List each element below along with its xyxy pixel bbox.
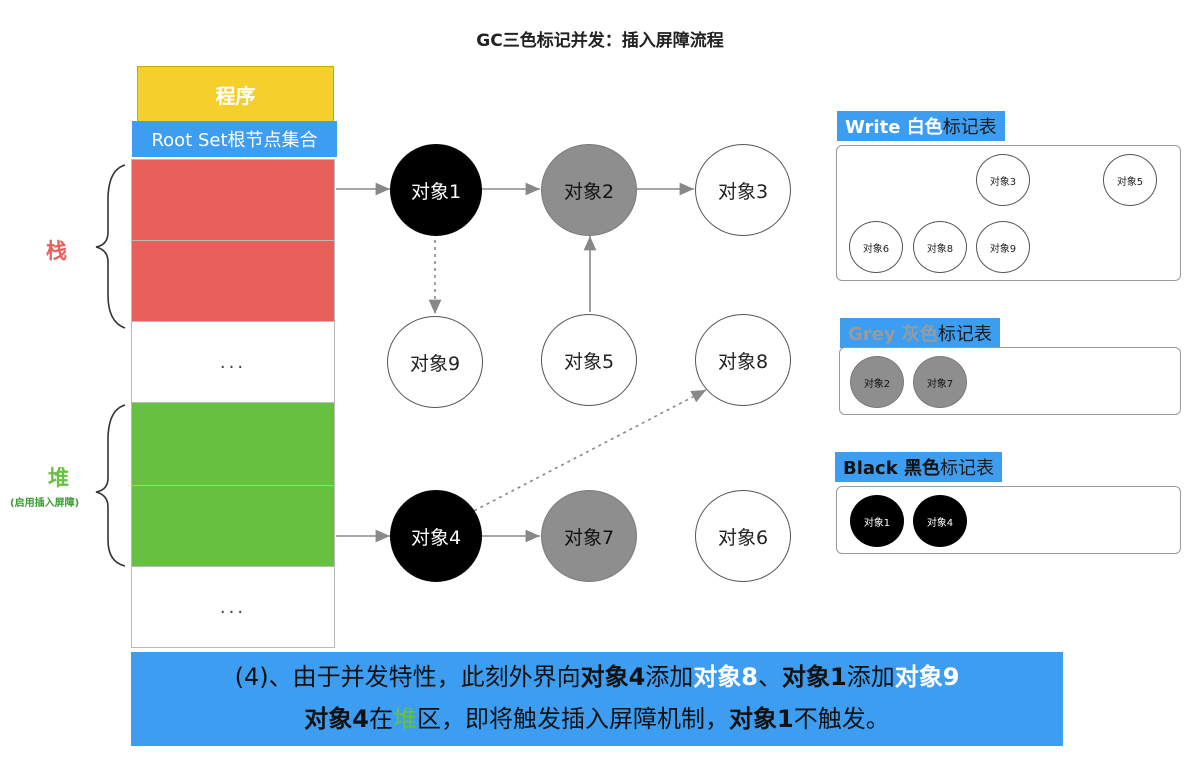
node-obj6: 对象6	[695, 490, 791, 582]
caption-l2-c: 堆	[393, 705, 417, 733]
node-obj1: 对象1	[390, 144, 482, 236]
stack-label: 栈	[46, 239, 67, 263]
node-obj7: 对象7	[541, 490, 637, 582]
grey-table-header: Grey 灰色标记表	[840, 318, 1000, 348]
black-table-tail: 标记表	[939, 458, 994, 479]
caption-l2-b: 在	[369, 705, 393, 733]
white-table-colorword: 白色	[906, 117, 943, 138]
white-table-obj3: 对象3	[976, 154, 1030, 206]
grey-table-obj2: 对象2	[850, 356, 904, 408]
caption-l2-e: 对象1	[729, 705, 794, 733]
caption-l2-a: 对象4	[304, 705, 369, 733]
caption-l1-a: (4)、由于并发特性，此刻外界向	[234, 663, 581, 691]
caption-line-2: 对象4在堆区，即将触发插入屏障机制，对象1不触发。	[131, 698, 1063, 740]
caption-l1-b: 对象4	[580, 663, 646, 691]
black-table-word: Black	[843, 458, 898, 479]
white-table-word: Write	[845, 117, 901, 138]
grey-table-tail: 标记表	[937, 324, 992, 345]
heap-label: 堆	[48, 466, 69, 490]
node-obj2: 对象2	[541, 144, 637, 236]
stack-brace	[95, 164, 126, 329]
caption-line-1: (4)、由于并发特性，此刻外界向对象4添加对象8、对象1添加对象9	[131, 656, 1063, 698]
grey-table-obj7: 对象7	[913, 356, 967, 408]
node-obj9: 对象9	[387, 316, 483, 408]
step-caption: (4)、由于并发特性，此刻外界向对象4添加对象8、对象1添加对象9 对象4在堆区…	[131, 652, 1063, 746]
node-obj4: 对象4	[390, 490, 482, 582]
root-set-box: Root Set根节点集合	[132, 121, 337, 157]
black-table-obj4: 对象4	[913, 495, 967, 547]
black-table-colorword: 黑色	[903, 458, 940, 479]
white-table-obj6: 对象6	[849, 221, 903, 273]
grey-table-colorword: 灰色	[901, 324, 938, 345]
grey-table-word: Grey	[848, 324, 896, 345]
caption-l1-d: 对象8	[693, 663, 758, 691]
black-table-header: Black 黑色标记表	[835, 452, 1002, 482]
heap-sublabel: (启用插入屏障)	[10, 498, 80, 509]
white-table-obj5: 对象5	[1103, 154, 1157, 206]
edge-obj4-obj8-dashed	[467, 389, 707, 515]
caption-l1-h: 对象9	[894, 663, 960, 691]
heap-cell-1	[131, 402, 335, 486]
heap-ellipsis: ...	[219, 596, 247, 618]
white-table-header: Write 白色标记表	[837, 111, 1005, 141]
heap-brace	[95, 404, 126, 567]
node-obj8: 对象8	[695, 314, 791, 406]
white-table-tail: 标记表	[942, 117, 997, 138]
heap-ellipsis-cell: ...	[131, 566, 335, 648]
caption-l1-g: 添加	[846, 663, 895, 691]
caption-l2-d: 区，即将触发插入屏障机制，	[417, 705, 729, 733]
node-obj5: 对象5	[541, 314, 637, 406]
diagram-title: GC三色标记并发：插入屏障流程	[476, 31, 724, 51]
black-table-obj1: 对象1	[850, 495, 904, 547]
caption-l1-f: 对象1	[782, 663, 847, 691]
stack-ellipsis: ...	[219, 351, 247, 373]
caption-l2-f: 不触发。	[793, 705, 890, 733]
node-obj3: 对象3	[695, 144, 791, 236]
caption-l1-c: 添加	[645, 663, 694, 691]
white-table-obj8: 对象8	[913, 221, 967, 273]
caption-l1-e: 、	[758, 663, 782, 691]
white-table-obj9: 对象9	[976, 221, 1030, 273]
